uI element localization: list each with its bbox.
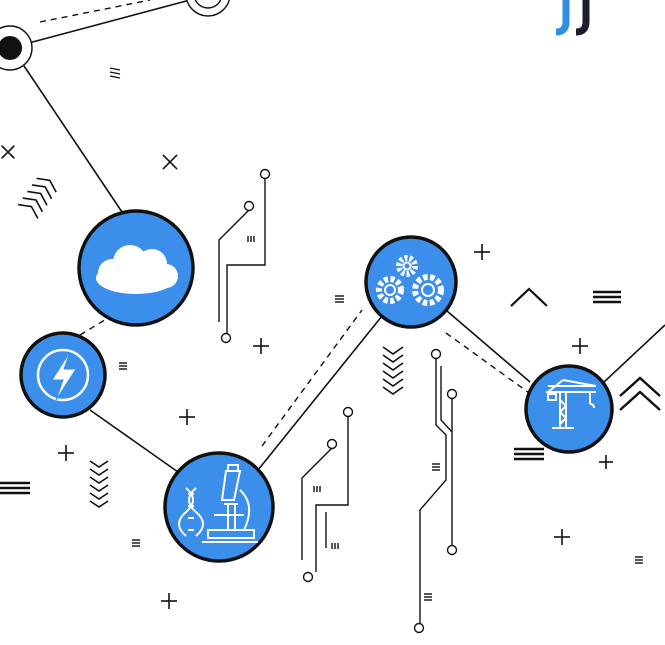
connector-line [89, 409, 179, 473]
science-node [163, 451, 275, 563]
connector-line [257, 315, 383, 471]
junction-node [0, 25, 33, 71]
chevron-stack-down [89, 460, 109, 508]
connector-line [446, 310, 531, 383]
gears-icon [376, 255, 444, 306]
connector-line [9, 0, 191, 49]
cloud-node [77, 209, 195, 327]
decor-plus [1, 145, 613, 609]
lightning-node [19, 331, 107, 419]
decor-bars-large [0, 290, 621, 495]
chevron-stack-diagonal [18, 177, 57, 219]
dashed-line [39, 0, 151, 23]
dashed-line [445, 332, 533, 396]
dashed-line [261, 309, 363, 447]
circuit-trace [413, 348, 458, 634]
gears-node [364, 235, 458, 329]
dashed-line [79, 317, 109, 336]
construction-crane-icon [546, 379, 597, 429]
jj-logo [556, 0, 590, 36]
cloud-icon [96, 245, 178, 294]
crane-node [524, 364, 614, 454]
lightning-bolt-icon [36, 348, 90, 402]
junction-node [186, 0, 230, 17]
decor-bars [109, 67, 643, 601]
circuit-trace [301, 406, 354, 583]
chevron-up-mark [510, 287, 548, 307]
chevron-stack-down [382, 346, 404, 395]
microscope-dna-icon [178, 464, 258, 543]
connector-line [602, 324, 665, 384]
chevron-up-double [619, 376, 661, 411]
circuit-trace [218, 168, 271, 344]
connector-line [11, 47, 123, 213]
